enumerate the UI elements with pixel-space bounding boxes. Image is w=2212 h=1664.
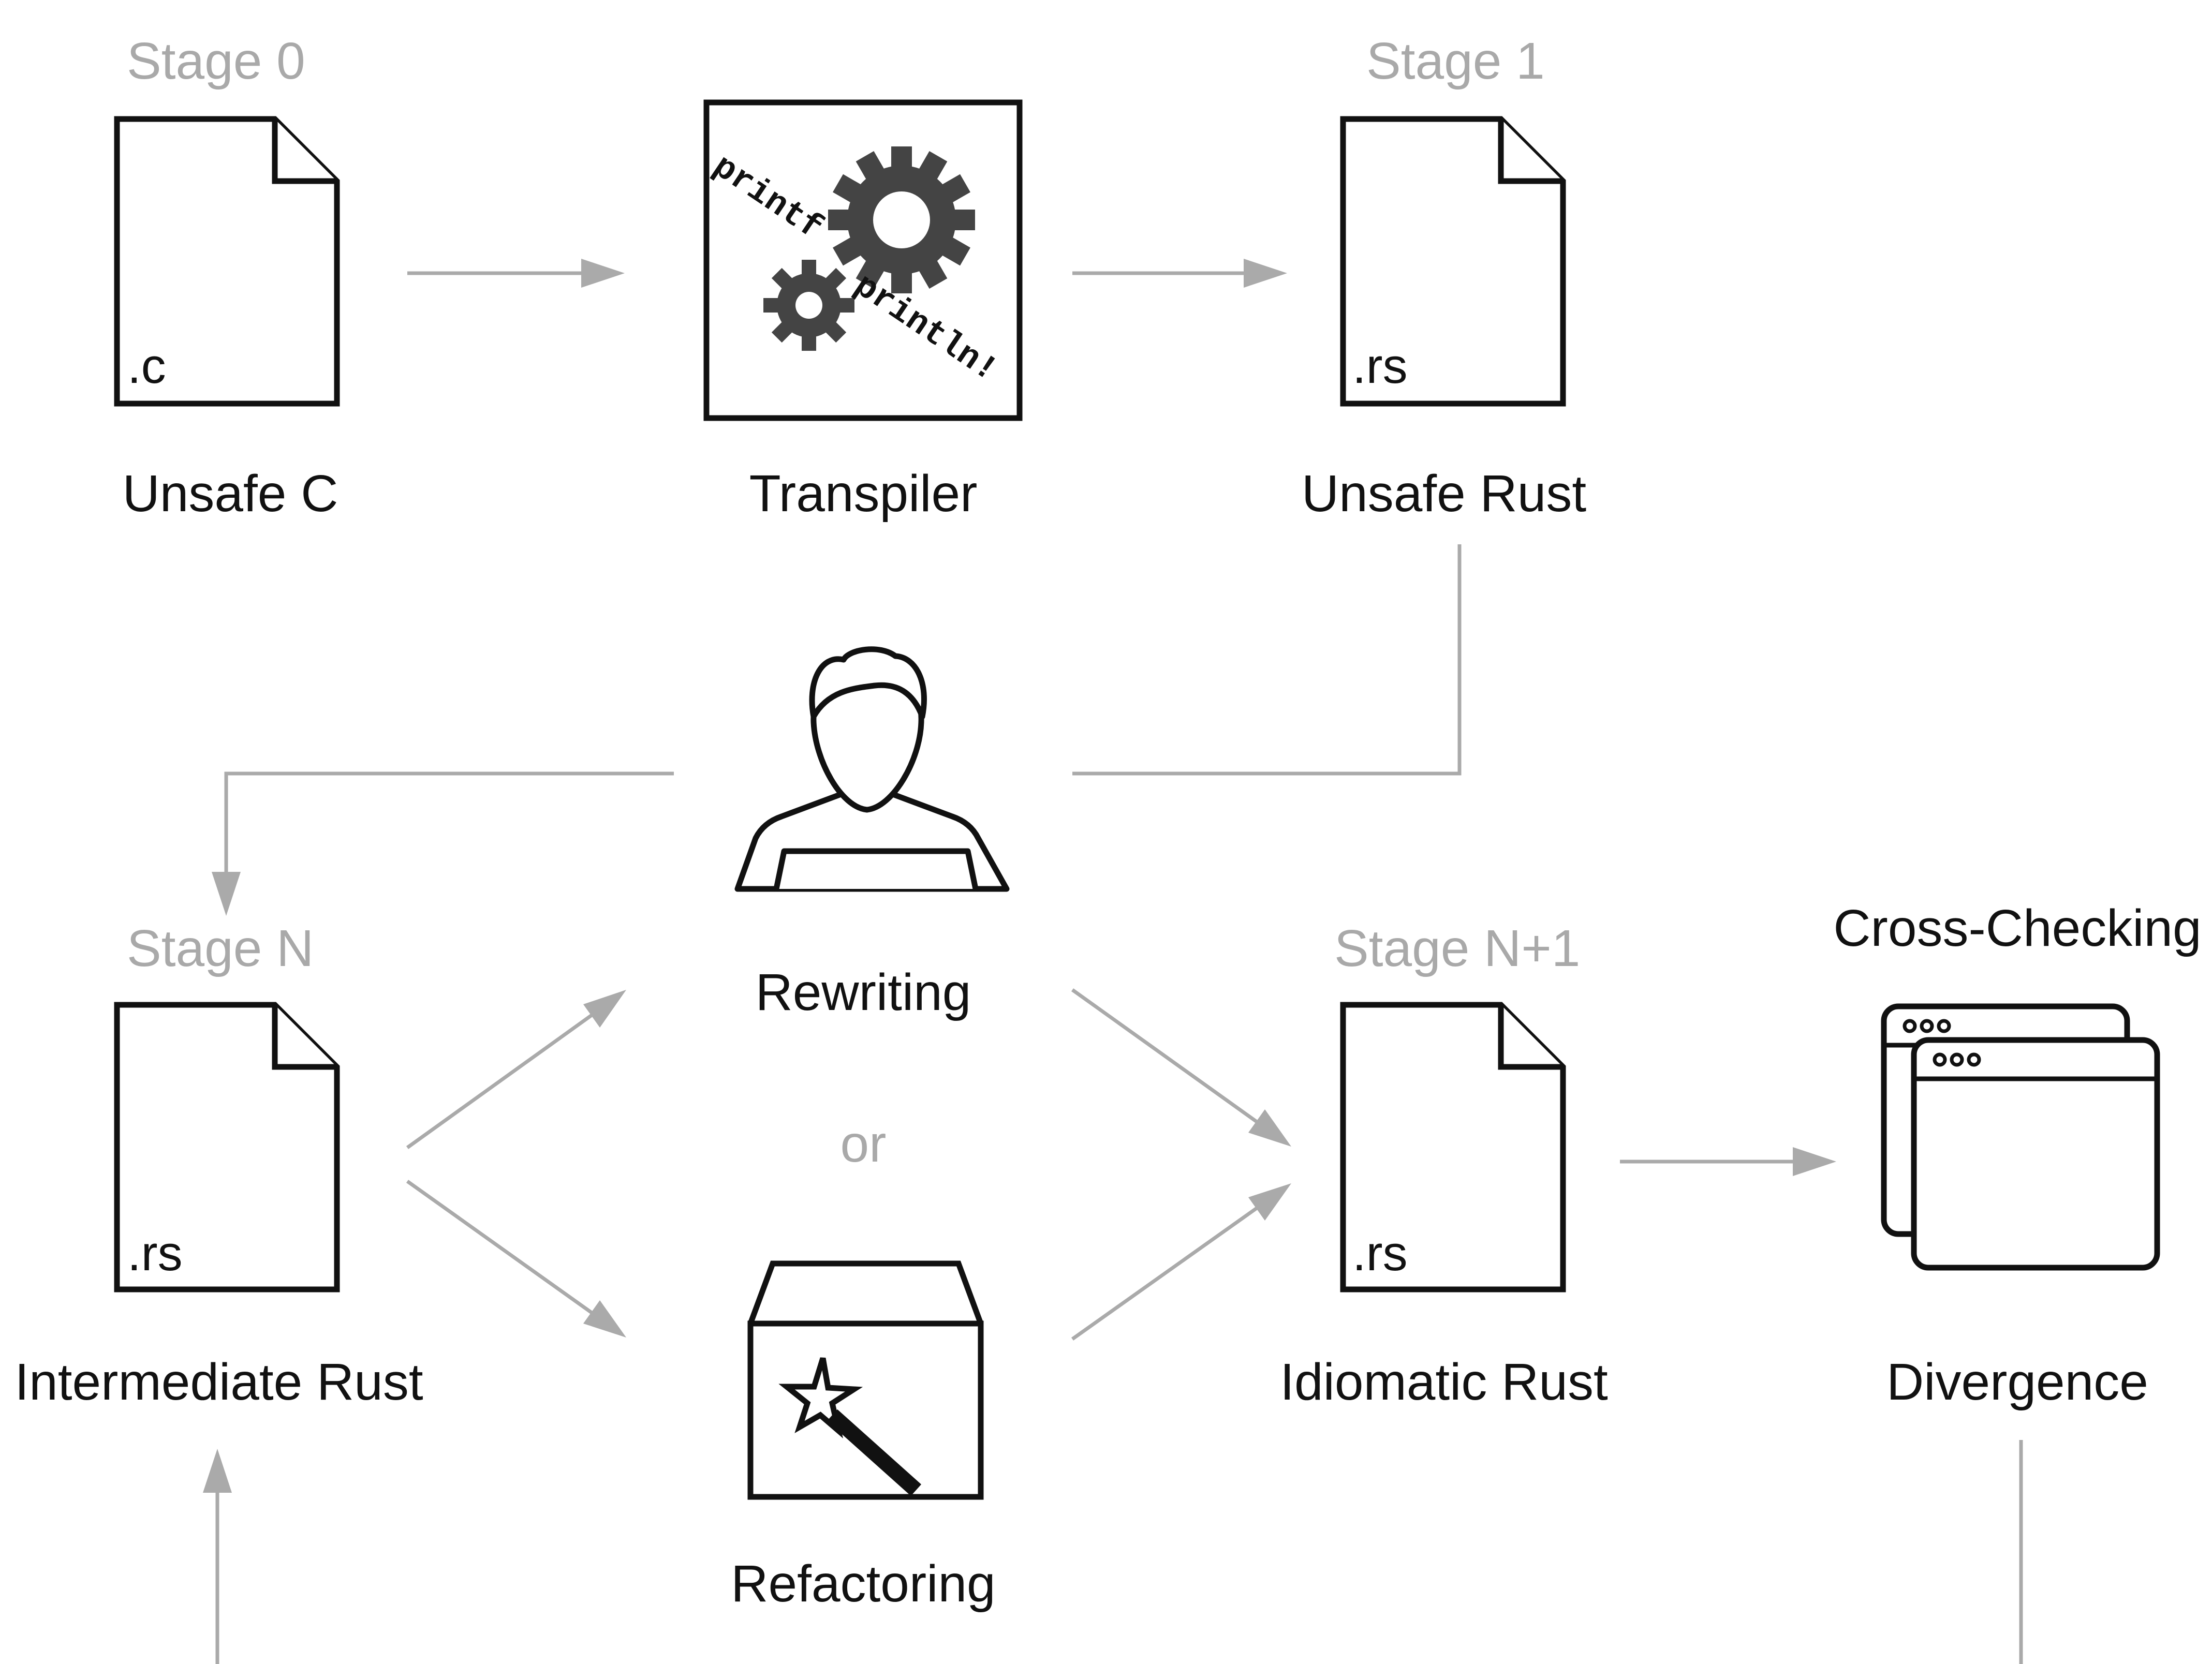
c-file-extension: .c (127, 338, 166, 394)
rewriting-label: Rewriting (756, 963, 971, 1021)
arrow-transpiler-to-unsafe-rust (1072, 259, 1287, 288)
arrow-intermediate-to-refactoring (406, 1180, 626, 1338)
arrow-unsafe-rust-to-intermediate-rust (212, 544, 1462, 916)
gears-icon (763, 146, 975, 351)
refactoring-label: Refactoring (731, 1555, 995, 1613)
transpiler-label: Transpiler (749, 465, 978, 523)
arrow-intermediate-to-rewriting (406, 990, 626, 1149)
cross-checking-label: Cross-Checking (1833, 899, 2201, 957)
stage-n1-label: Stage N+1 (1334, 919, 1580, 977)
idiomatic-rust-document: .rs (1343, 1005, 1563, 1289)
unsafe-c-label: Unsafe C (123, 465, 338, 523)
person-laptop-icon (734, 646, 1010, 892)
stage-n-label: Stage N (127, 919, 314, 977)
arrow-idiomatic-to-cross-checking (1620, 1147, 1836, 1176)
stage-1-label: Stage 1 (1366, 32, 1545, 90)
or-connector-label: or (840, 1115, 887, 1173)
intermediate-rust-label: Intermediate Rust (14, 1353, 423, 1411)
rs-file-extension: .rs (1352, 1226, 1408, 1281)
browser-windows-icon (1881, 1003, 2160, 1271)
arrow-refactoring-to-idiomatic (1071, 1183, 1291, 1341)
intermediate-rust-document: .rs (117, 1005, 337, 1289)
magic-wand-box-icon (747, 1260, 984, 1500)
unsafe-c-document: .c (117, 119, 337, 404)
magic-star (778, 1357, 863, 1438)
transpiler-node: printf println! (703, 99, 1023, 421)
divergence-label: Divergence (1886, 1353, 2148, 1411)
unsafe-rust-document: .rs (1343, 119, 1563, 404)
arrow-divergence-to-intermediate-rust (203, 1440, 2023, 1664)
arrow-unsafe-c-to-transpiler (407, 259, 625, 288)
rs-file-extension: .rs (127, 1226, 183, 1281)
small-gear (763, 260, 854, 351)
stage-0-label: Stage 0 (127, 32, 305, 90)
magic-wand (827, 1409, 922, 1496)
rs-file-extension: .rs (1352, 338, 1408, 394)
unsafe-rust-label: Unsafe Rust (1302, 465, 1586, 523)
idiomatic-rust-label: Idiomatic Rust (1280, 1353, 1608, 1411)
arrow-rewriting-to-idiomatic (1071, 988, 1291, 1147)
large-gear (828, 146, 975, 293)
